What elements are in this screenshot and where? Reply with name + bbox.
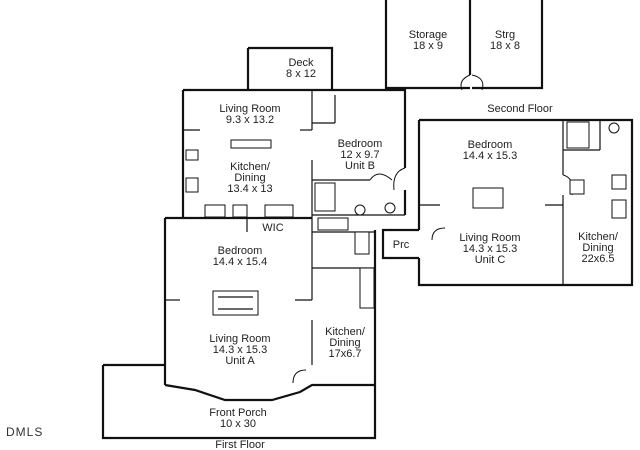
kitchen-c-label: Kitchen/: [578, 231, 619, 243]
unit-b-walls: [181, 88, 407, 232]
tub-c: [566, 121, 590, 149]
kitchen-a-dim: 17x6.7: [328, 348, 361, 360]
living-c-dim: 14.3 x 15.3: [463, 243, 517, 255]
unit-a-walls: [163, 216, 377, 402]
prc-label: Prc: [393, 239, 410, 251]
kitchen-b-table: [230, 139, 272, 149]
kitchen-b-label: Kitchen/: [230, 161, 271, 173]
wic-label: WIC: [262, 222, 283, 234]
second-floor-label: Second Floor: [487, 103, 553, 115]
tub-b: [314, 182, 336, 212]
living-c-label: Living Room: [459, 232, 520, 244]
living-a-dim: 14.3 x 15.3: [213, 344, 267, 356]
front-porch: [101, 363, 377, 440]
deck: [246, 46, 334, 90]
kitchen-c-dim: 22x6.5: [581, 253, 614, 265]
storage-dim: 18 x 9: [413, 40, 443, 52]
unit-c-walls: [417, 118, 634, 287]
kitchen-c-label2: Dining: [582, 242, 613, 254]
deck-label: Deck: [288, 57, 314, 69]
first-floor-label: First Floor: [215, 439, 265, 450]
deck-dim: 8 x 12: [286, 68, 316, 80]
fireplace-a: [212, 290, 259, 316]
unit-b-label: Unit B: [345, 160, 375, 172]
bedroom-c-label: Bedroom: [468, 139, 513, 151]
prc-porch: [381, 228, 419, 260]
dmls-logo: DMLS: [6, 425, 43, 439]
porch-dim: 10 x 30: [220, 418, 256, 430]
kitchen-b-label2: Dining: [234, 172, 265, 184]
bedroom-b-dim: 12 x 9.7: [340, 149, 379, 161]
bedroom-b-label: Bedroom: [338, 138, 383, 150]
living-b-label: Living Room: [219, 103, 280, 115]
unit-c-label: Unit C: [475, 254, 506, 266]
storage-label: Storage: [409, 29, 448, 41]
bedroom-c-dim: 14.4 x 15.3: [463, 150, 517, 162]
unit-a-label: Unit A: [225, 355, 255, 367]
fireplace-c: [472, 187, 504, 209]
bedroom-a-label: Bedroom: [218, 245, 263, 257]
living-b-dim: 9.3 x 13.2: [226, 114, 274, 126]
bedroom-a-dim: 14.4 x 15.4: [213, 256, 267, 268]
living-a-label: Living Room: [209, 333, 270, 345]
strg-label: Strg: [495, 29, 515, 41]
kitchen-a-label: Kitchen/: [325, 326, 366, 338]
kitchen-a-label2: Dining: [329, 337, 360, 349]
kitchen-b-dim: 13.4 x 13: [227, 183, 272, 195]
porch-label: Front Porch: [209, 407, 266, 419]
strg-dim: 18 x 8: [490, 40, 520, 52]
storage-building: [384, 0, 544, 91]
